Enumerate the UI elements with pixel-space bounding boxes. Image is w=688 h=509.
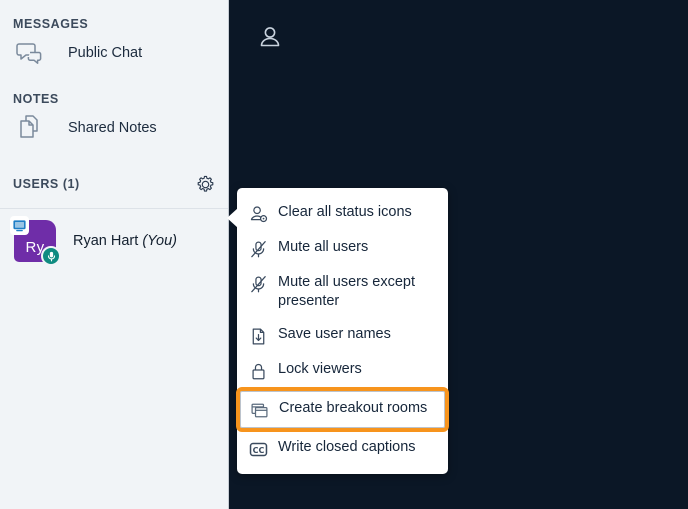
menu-item-label: Clear all status icons	[278, 204, 412, 220]
menu-item-mute-all-except-presenter[interactable]: Mute all users except presenter	[237, 266, 448, 318]
clear-status-icon	[247, 204, 269, 224]
user-name-row: Ryan Hart (You)	[73, 233, 177, 249]
screenshare-icon	[10, 216, 29, 235]
windows-stack-icon	[248, 400, 270, 420]
menu-item-clear-all-status-icons[interactable]: Clear all status icons	[237, 196, 448, 231]
menu-item-label: Save user names	[278, 326, 391, 342]
menu-item-label: Mute all users except presenter	[278, 274, 416, 309]
menu-item-write-closed-captions[interactable]: CC Write closed captions	[237, 431, 448, 466]
section-title-notes: NOTES	[13, 92, 59, 106]
menu-item-label: Mute all users	[278, 239, 369, 255]
menu-item-save-user-names[interactable]: Save user names	[237, 318, 448, 353]
avatar: Ry	[10, 216, 61, 266]
sidebar-item-label: Shared Notes	[68, 120, 157, 136]
mic-off-icon	[247, 239, 269, 259]
menu-item-label: Lock viewers	[278, 361, 362, 377]
menu-item-mute-all-users[interactable]: Mute all users	[237, 231, 448, 266]
svg-text:CC: CC	[252, 445, 264, 454]
user-name: Ryan Hart	[73, 233, 139, 249]
lock-icon	[247, 361, 269, 381]
documents-icon	[15, 113, 45, 143]
user-icon	[257, 24, 283, 50]
download-document-icon	[247, 326, 269, 346]
sidebar-item-shared-notes[interactable]: Shared Notes	[0, 106, 228, 150]
dropdown-arrow	[227, 208, 238, 228]
divider	[0, 208, 228, 209]
list-item[interactable]: Ry Ryan Hart	[0, 213, 228, 269]
sidebar-item-public-chat[interactable]: Public Chat	[0, 31, 228, 75]
user-you-suffix: (You)	[142, 233, 177, 249]
section-title-messages: MESSAGES	[13, 17, 89, 31]
users-header: USERS (1)	[0, 172, 228, 209]
sidebar: MESSAGES Public Chat NOTES Shared Notes	[0, 0, 229, 509]
user-settings-dropdown: Clear all status icons Mute all users	[227, 188, 449, 474]
chat-bubbles-icon	[15, 38, 45, 68]
closed-captions-icon: CC	[247, 439, 269, 459]
section-title-users: USERS (1)	[13, 177, 80, 191]
sidebar-item-label: Public Chat	[68, 45, 143, 61]
menu-item-label: Create breakout rooms	[279, 400, 428, 416]
menu-item-label: Write closed captions	[278, 439, 416, 455]
menu-item-lock-viewers[interactable]: Lock viewers	[237, 353, 448, 388]
mic-off-icon	[247, 274, 269, 294]
mic-icon	[41, 246, 61, 266]
menu-item-create-breakout-rooms[interactable]: Create breakout rooms	[236, 387, 449, 432]
gear-icon[interactable]	[193, 172, 217, 196]
